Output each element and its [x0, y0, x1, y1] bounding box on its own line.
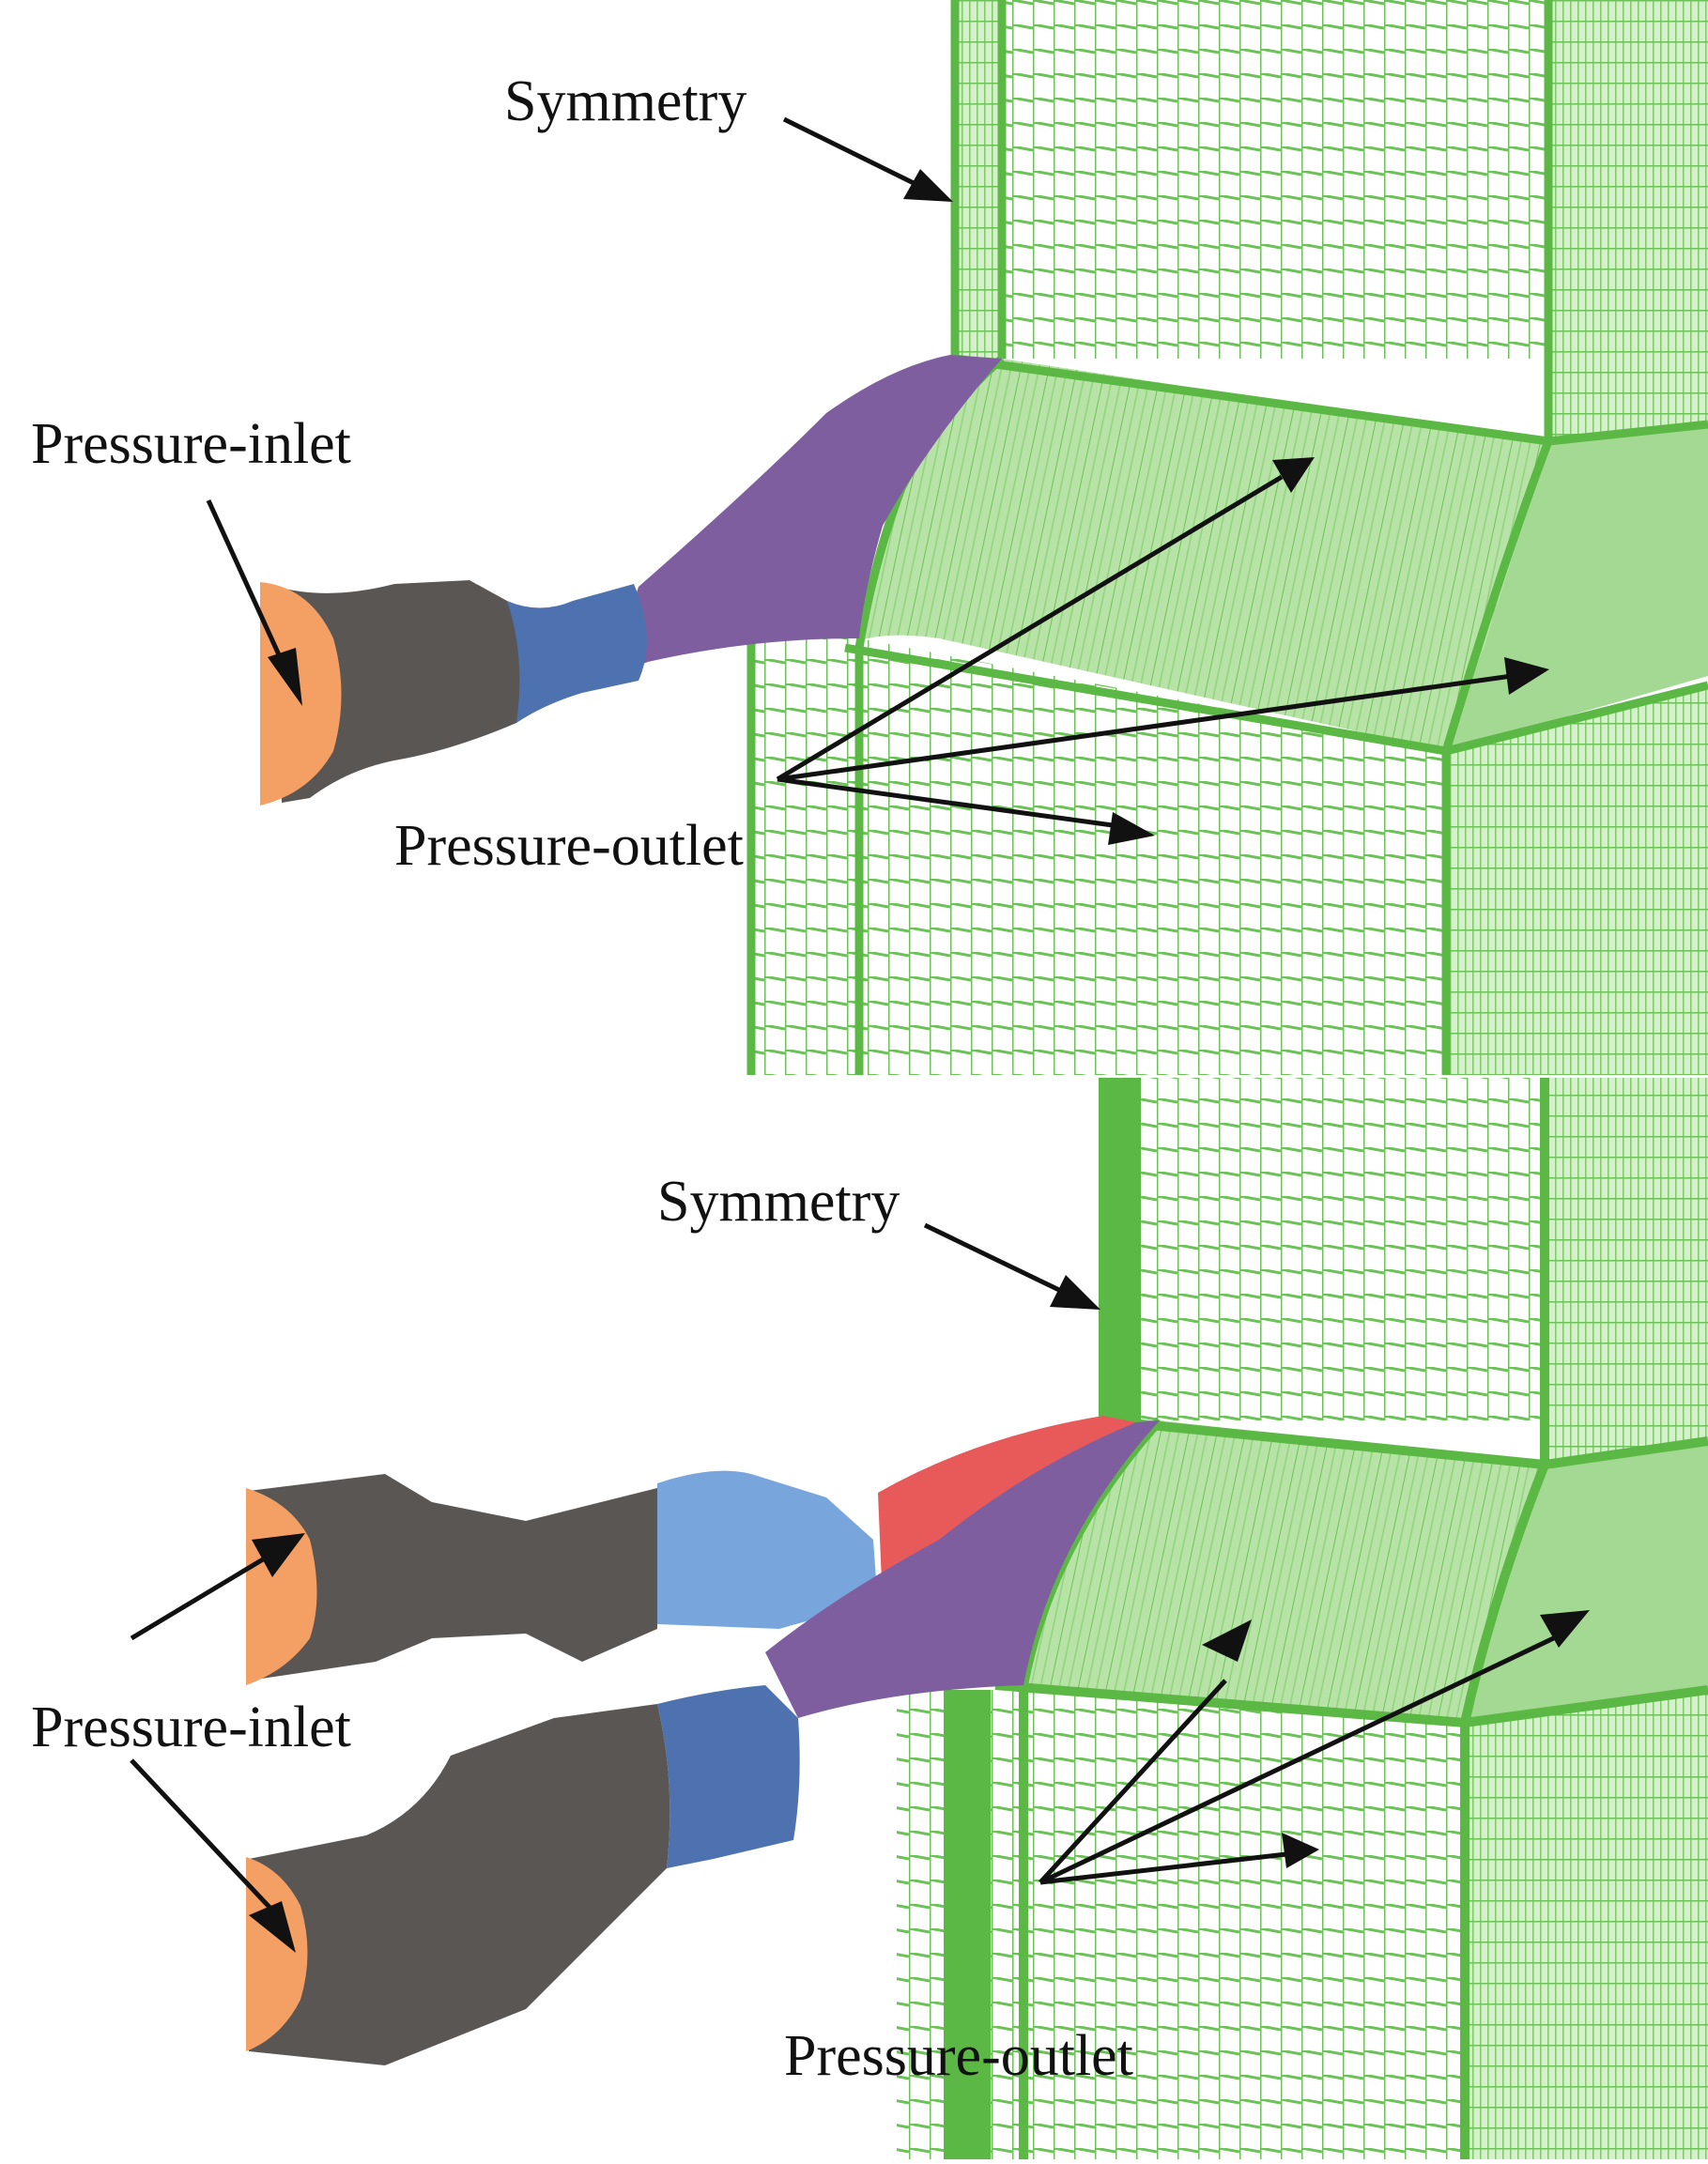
throat2-blue: [657, 1685, 800, 1868]
pressure-inlet-label-2: Pressure-inlet: [31, 1696, 351, 1759]
mesh2-lower-front: [1023, 1685, 1465, 2159]
symmetry-label: Symmetry: [504, 69, 746, 133]
inlet-arrow: [206, 499, 302, 706]
mesh-upper-dense-strip: [955, 0, 1002, 359]
outlet-arrow-2: [777, 657, 1549, 782]
mesh-lower-side: [1446, 685, 1708, 1075]
mesh-upper-side: [1548, 0, 1708, 441]
inlet-arrow-lower: [130, 1758, 296, 1953]
pressure-inlet-label: Pressure-inlet: [31, 412, 351, 476]
outlet-arrow-3: [777, 776, 1155, 845]
symmetry-label-2: Symmetry: [657, 1170, 900, 1234]
nozzle-body-gray: [277, 580, 520, 803]
mesh-upper-front: [955, 0, 1548, 359]
lower-nozzle-gray: [249, 1704, 670, 2065]
symmetry-arrow: [782, 116, 953, 202]
mesh2-upper-side: [1545, 1078, 1708, 1463]
panel-double-inlet: Symmetry Pressure-inlet Pressure-outlet: [31, 1078, 1708, 2159]
inlet-arrow-upper: [130, 1533, 305, 1641]
pressure-outlet-label-2: Pressure-outlet: [784, 2024, 1133, 2088]
throat-light-blue: [657, 1470, 878, 1629]
outlet2-arrow-1: [1039, 1619, 1252, 1884]
pressure-outlet-label: Pressure-outlet: [394, 814, 744, 878]
mesh2-lower-side: [1465, 1690, 1708, 2159]
mesh-lower-front-left: [751, 638, 859, 1075]
upper-nozzle-gray: [249, 1474, 657, 1681]
symmetry-arrow-2: [923, 1222, 1100, 1310]
mesh-middle-curved: [845, 359, 1548, 751]
outlet-arrow-1: [776, 457, 1315, 782]
outlet2-arrow-3: [1039, 1833, 1319, 1885]
diffuser2-purple: [765, 1420, 1160, 1718]
outlet2-arrow-2: [1039, 1610, 1590, 1885]
mesh2-middle-curved: [1023, 1420, 1545, 1723]
diffuser-purple: [610, 355, 1002, 676]
mesh2-upper-dense-strip: [1103, 1078, 1141, 1420]
panel-single-inlet: Symmetry Pressure-inlet Pressure-outlet: [31, 0, 1708, 1075]
mesh2-lower-dense-strip: [944, 1690, 991, 2159]
lower-inlet-face: [246, 1857, 308, 2051]
throat-blue: [507, 584, 647, 723]
mesh2-upper-front: [1103, 1078, 1545, 1420]
